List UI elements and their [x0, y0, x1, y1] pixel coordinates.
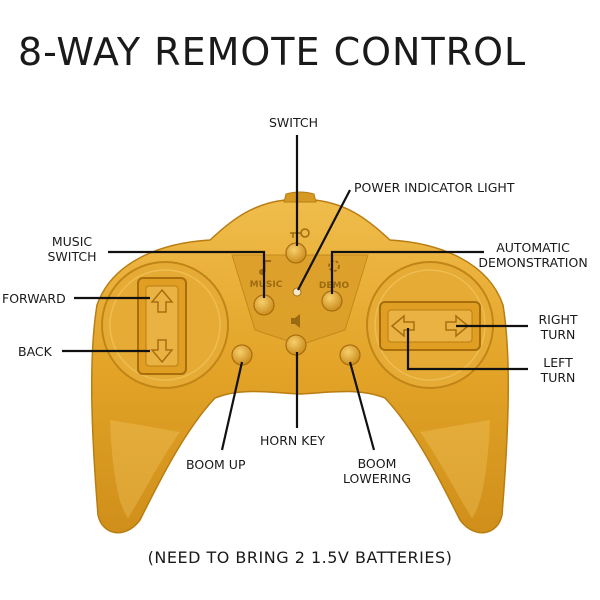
power-indicator-light — [292, 287, 302, 297]
right-arrow-icon — [445, 314, 470, 338]
leader-left-turn — [406, 328, 528, 371]
demo-icon — [328, 260, 340, 272]
left-grip-highlight — [110, 420, 180, 518]
center-panel — [231, 254, 369, 346]
label-right-turn: RIGHT TURN — [538, 312, 578, 342]
label-boom-up: BOOM UP — [186, 457, 246, 472]
right-grip-highlight — [420, 420, 490, 518]
label-back: BACK — [18, 344, 52, 359]
leader-power — [297, 189, 351, 291]
speaker-icon — [291, 314, 300, 328]
leader-boom-up — [220, 361, 244, 451]
battery-note: (NEED TO BRING 2 1.5V BATTERIES) — [147, 548, 453, 567]
left-pad-inner — [109, 269, 221, 381]
music-mark: MUSIC — [250, 280, 283, 290]
leader-demo — [330, 250, 484, 294]
antenna-nub — [283, 191, 317, 203]
forward-arrow-icon — [150, 288, 174, 313]
forward-back-rocker-inner — [145, 285, 179, 367]
leader-boom-lowering — [348, 361, 376, 451]
left-arrow-icon — [390, 314, 415, 338]
label-forward: FORWARD — [2, 291, 66, 306]
leader-lines — [62, 135, 528, 451]
label-power-indicator: POWER INDICATOR LIGHT — [354, 180, 515, 195]
back-arrow-icon — [150, 339, 174, 364]
label-automatic-demonstration: AUTOMATIC DEMONSTRATION — [478, 240, 588, 270]
demo-mark: DEMO — [319, 281, 350, 291]
label-boom-lowering: BOOM LOWERING — [342, 456, 412, 486]
label-horn-key: HORN KEY — [260, 433, 325, 448]
label-switch: SWITCH — [269, 115, 319, 130]
label-left-turn: LEFT TURN — [540, 355, 576, 385]
page-title: 8-WAY REMOTE CONTROL — [18, 30, 527, 74]
leader-music — [108, 250, 266, 298]
key-icon — [290, 228, 310, 238]
label-music-switch: MUSIC SWITCH — [47, 234, 97, 264]
